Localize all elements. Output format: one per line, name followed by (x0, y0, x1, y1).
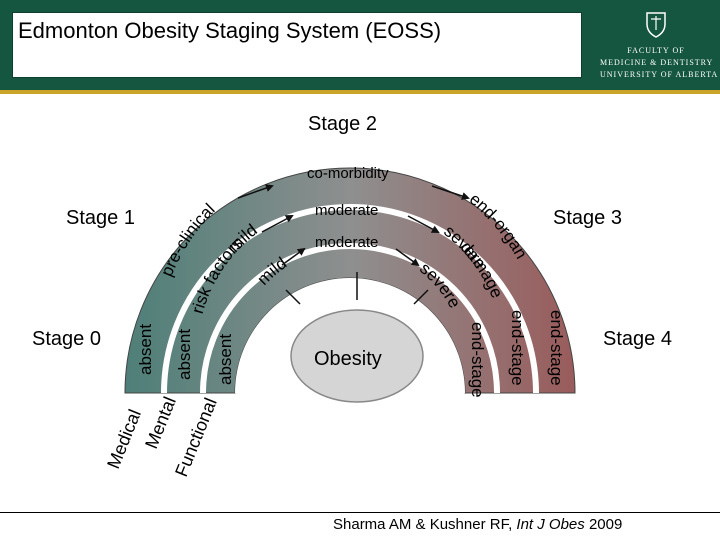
comorbidity-label: co-morbidity (307, 165, 389, 182)
citation-journal: Int J Obes (516, 516, 585, 533)
stage-0-label: Stage 0 (32, 328, 101, 350)
tick-right (413, 289, 429, 305)
arrow-middle-left (261, 215, 294, 233)
slide-title: Edmonton Obesity Staging System (EOSS) (18, 18, 442, 43)
logo-line-university: UNIVERSITY OF ALBERTA (600, 70, 719, 79)
arrow-middle-right (407, 215, 440, 233)
stage-3-label: Stage 3 (553, 207, 622, 229)
arc-ring-inner (200, 243, 500, 394)
absent-inner-label: absent (216, 334, 235, 385)
citation-authors: Sharma AM & Kushner RF, (333, 516, 517, 533)
tick-left (285, 289, 301, 305)
university-logo: FACULTY OF MEDICINE & DENTISTRY UNIVERSI… (600, 8, 719, 84)
logo-line-faculty: FACULTY OF (627, 46, 685, 55)
arrow-outer-left (237, 184, 274, 199)
logo-line-medicine: MEDICINE & DENTISTRY (600, 58, 714, 67)
footer-rule (0, 512, 720, 513)
row-label-functional: Functional (171, 395, 221, 480)
stage-4-label: Stage 4 (603, 328, 672, 350)
stage-1-label: Stage 1 (66, 207, 135, 229)
row-label-mental: Mental (141, 394, 180, 452)
citation-year: 2009 (584, 516, 623, 533)
absent-outer-label: absent (136, 324, 155, 375)
crest-icon (646, 12, 666, 38)
obesity-label: Obesity (314, 348, 382, 370)
header-gold-rule (0, 90, 720, 94)
moderate-middle-label: moderate (315, 202, 378, 219)
moderate-inner-label: moderate (315, 234, 378, 251)
citation: Sharma AM & Kushner RF, Int J Obes 2009 (333, 516, 622, 533)
absent-middle-label: absent (175, 329, 194, 380)
arc-ring-outer (161, 204, 539, 394)
row-label-medical: Medical (103, 406, 145, 471)
endstage-middle-label: end-stage (508, 310, 527, 386)
stage-2-label: Stage 2 (308, 113, 377, 135)
endstage-inner-label: end-stage (468, 322, 487, 398)
obesity-ellipse (290, 309, 424, 403)
arrow-inner-right (395, 248, 420, 267)
arrow-inner-left (281, 247, 306, 266)
endstage-outer-label: end-stage (547, 310, 566, 386)
arrow-outer-right (431, 185, 470, 200)
title-box (12, 12, 582, 78)
